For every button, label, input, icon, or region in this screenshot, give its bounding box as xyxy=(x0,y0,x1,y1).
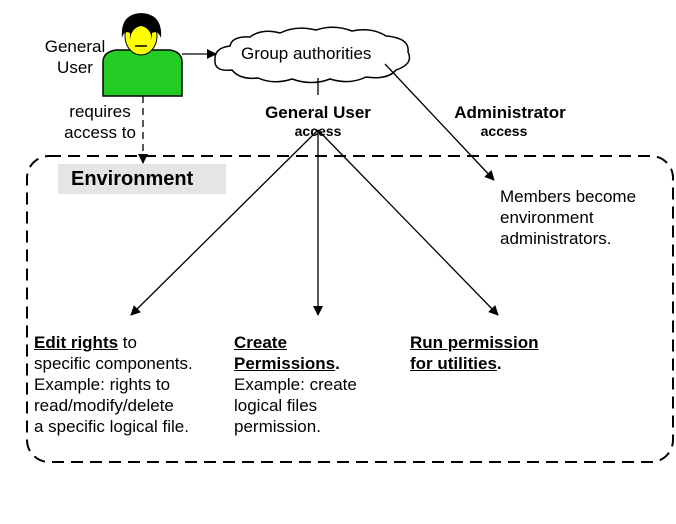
edit-rights-line4: read/modify/delete xyxy=(34,396,174,415)
run-permission-title2-suffix: . xyxy=(496,354,502,373)
group-authorities-cloud xyxy=(214,26,411,84)
environment-label: Environment xyxy=(71,168,194,190)
admin-access-sub: access xyxy=(480,123,528,139)
environment-label-bg xyxy=(58,164,226,194)
edit-rights-line3: Example: rights to xyxy=(34,375,171,394)
run-permission-title1: Run permission xyxy=(410,333,539,352)
person-icon xyxy=(102,13,183,97)
create-permissions-title1: Create xyxy=(234,333,287,352)
admin-note-line3: administrators. xyxy=(500,229,612,248)
group-authorities-label: Group authorities xyxy=(241,44,372,63)
requires-line1: requires xyxy=(69,102,131,121)
edit-rights-suffix: to xyxy=(118,333,137,352)
edit-rights-line5: a specific logical file. xyxy=(34,417,189,436)
run-permission-block: Run permission for utilities. xyxy=(410,332,538,374)
arrow-admin-access xyxy=(384,63,495,181)
admin-access-label: Administrator access xyxy=(440,102,580,139)
run-permission-title2-line: for utilities. xyxy=(410,353,538,374)
user-label-line1: General xyxy=(44,37,106,56)
requires-line2: access to xyxy=(64,123,136,142)
create-permissions-block: Create Permissions. Example: create logi… xyxy=(234,332,357,437)
admin-access-title: Administrator xyxy=(454,103,566,122)
admin-note-line2: environment xyxy=(500,208,594,227)
edit-rights-line1: Edit rights to xyxy=(34,332,193,353)
general-access-title: General User xyxy=(265,103,371,122)
edit-rights-block: Edit rights to specific components. Exam… xyxy=(34,332,193,437)
create-permissions-title2-suffix: . xyxy=(335,354,340,373)
run-permission-title2: for utilities xyxy=(410,354,497,373)
environment-boundary xyxy=(26,155,674,463)
create-permissions-title2-line: Permissions. xyxy=(234,353,357,374)
general-access-label: General User access xyxy=(244,102,392,139)
edit-rights-line2: specific components. xyxy=(34,354,193,373)
arrow-to-run-permission xyxy=(317,129,499,316)
create-permissions-line4: logical files xyxy=(234,396,318,415)
edit-rights-title: Edit rights xyxy=(34,333,119,352)
requires-access-label: requires access to xyxy=(56,101,144,143)
person-hair xyxy=(121,13,162,40)
general-access-sub: access xyxy=(294,123,342,139)
admin-note-line1: Members become xyxy=(500,187,637,206)
user-label: General User xyxy=(30,36,120,78)
create-permissions-line3: Example: create xyxy=(234,375,357,394)
create-permissions-title2: Permissions xyxy=(234,354,336,373)
user-label-line2: User xyxy=(57,58,93,77)
arrow-to-edit-rights xyxy=(130,129,319,316)
admin-note: Members become environment administrator… xyxy=(500,186,636,249)
person-body xyxy=(102,49,183,97)
create-permissions-line5: permission. xyxy=(234,417,321,436)
